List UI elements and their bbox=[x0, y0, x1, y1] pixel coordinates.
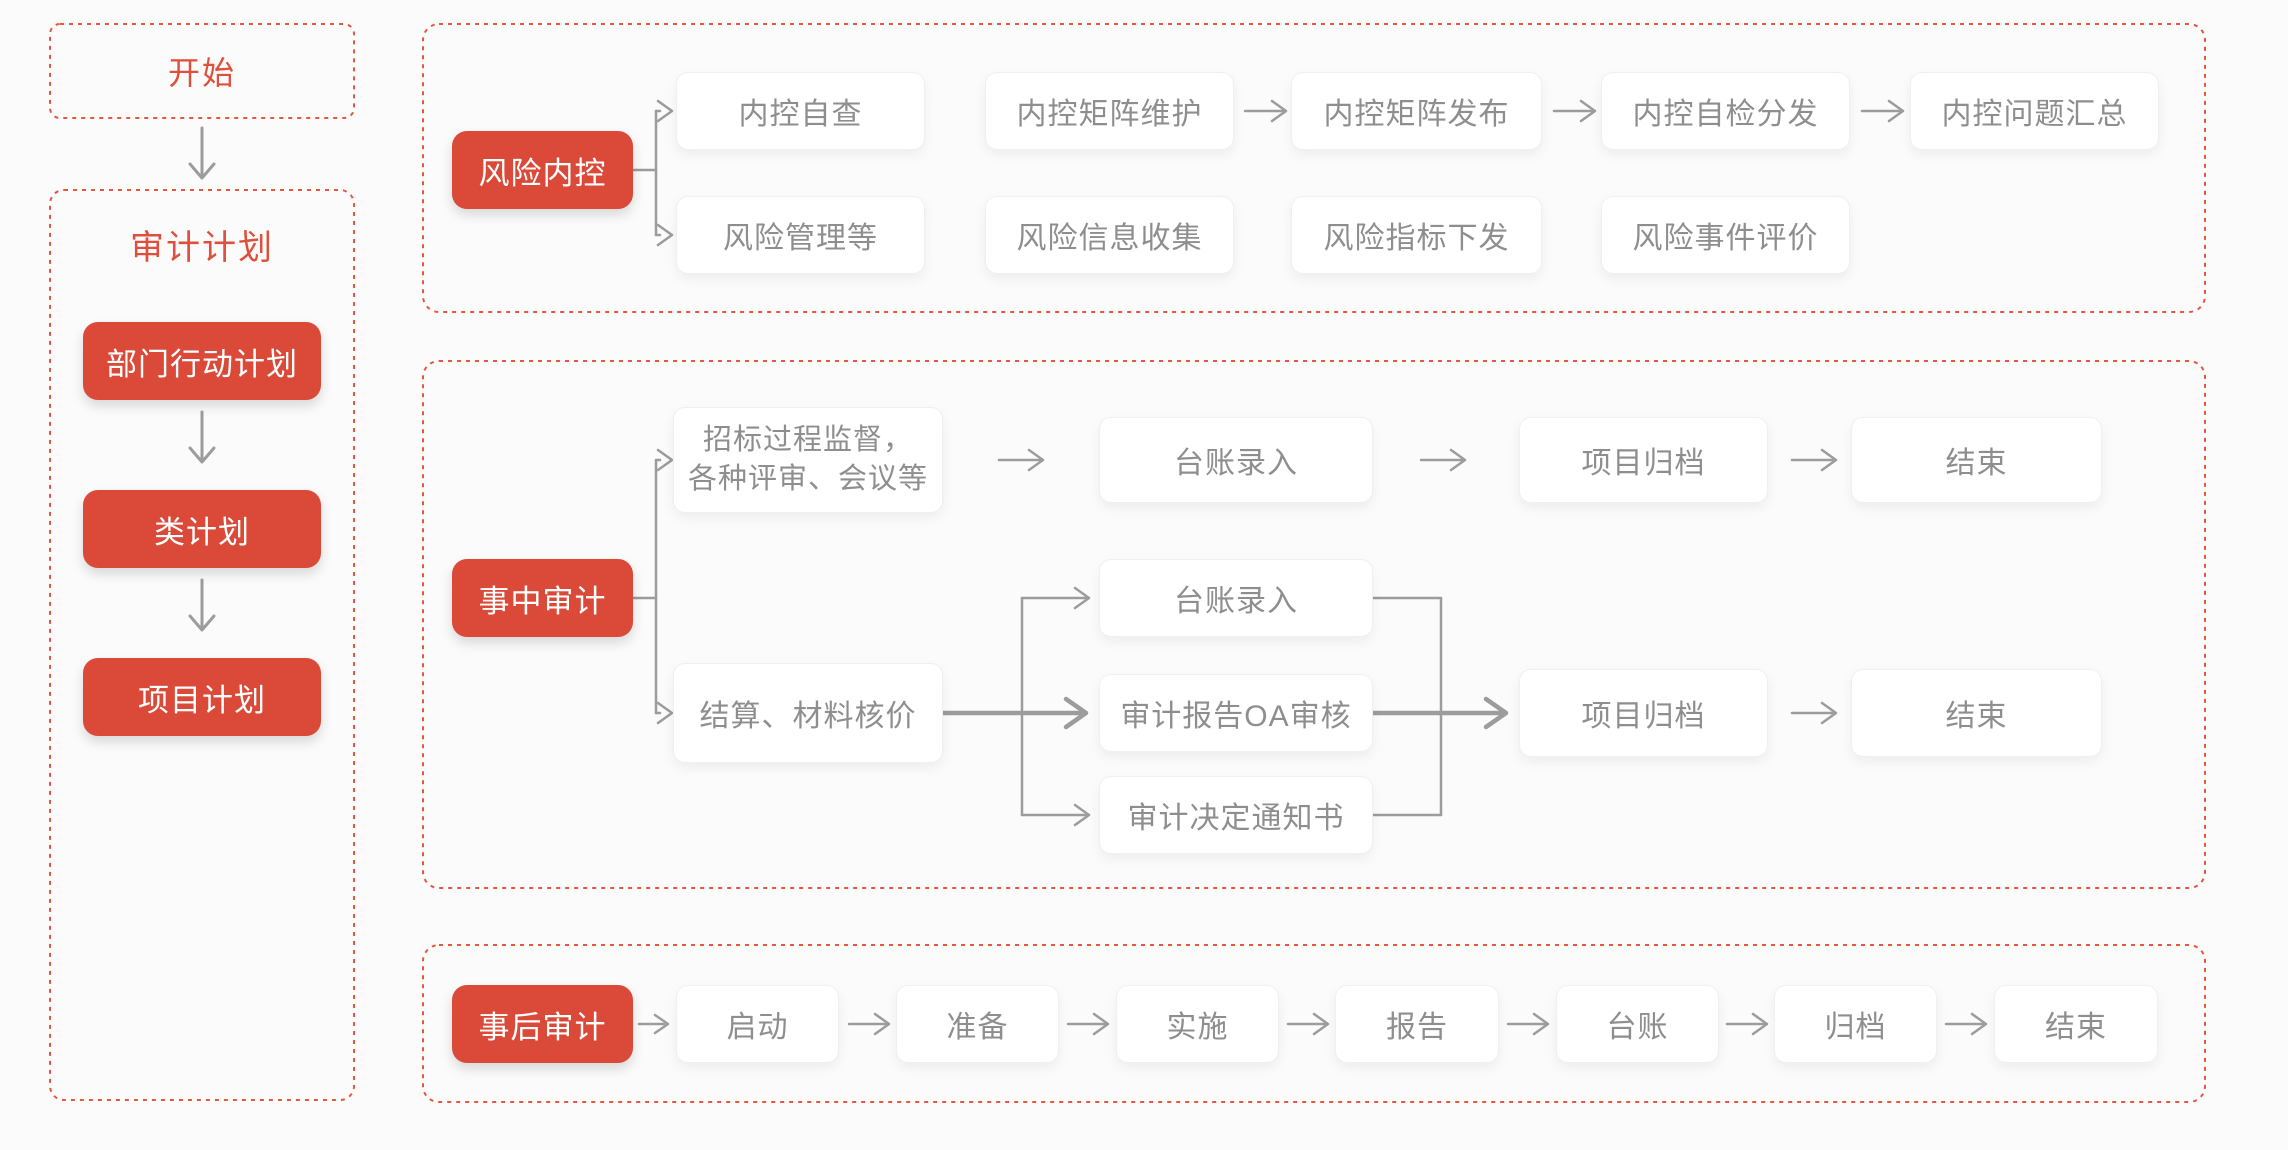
node-post-prepare: 准备 bbox=[896, 985, 1059, 1063]
node-risk-indicator-issue: 风险指标下发 bbox=[1291, 196, 1542, 274]
node-bid-supervision: 招标过程监督， 各种评审、会议等 bbox=[673, 407, 943, 513]
node-post-audit: 事后审计 bbox=[452, 985, 633, 1063]
node-project-archive-2: 项目归档 bbox=[1519, 669, 1768, 757]
node-audit-decision-notice: 审计决定通知书 bbox=[1099, 776, 1373, 854]
flow-arrow bbox=[1243, 99, 1288, 123]
flow-arrow bbox=[847, 1012, 891, 1036]
down-arrow bbox=[188, 126, 216, 180]
bid-supervision-line1: 招标过程监督， bbox=[702, 423, 913, 456]
node-class-plan: 类计划 bbox=[83, 490, 321, 568]
node-ledger-entry-2: 台账录入 bbox=[1099, 559, 1373, 637]
flow-arrow bbox=[1790, 701, 1838, 725]
risk-section-border bbox=[422, 23, 2206, 313]
node-ic-matrix-publish: 内控矩阵发布 bbox=[1291, 72, 1542, 150]
post-audit-section-border bbox=[422, 944, 2206, 1103]
node-ic-matrix-maintain: 内控矩阵维护 bbox=[985, 72, 1234, 150]
down-arrow bbox=[188, 410, 216, 464]
node-post-start: 启动 bbox=[676, 985, 839, 1063]
flow-arrow bbox=[1506, 1012, 1550, 1036]
flow-arrow bbox=[1725, 1012, 1769, 1036]
node-risk-internal-control: 风险内控 bbox=[452, 131, 633, 209]
node-ledger-entry-1: 台账录入 bbox=[1099, 417, 1373, 503]
flow-arrow bbox=[997, 448, 1045, 472]
flow-arrow bbox=[1790, 448, 1838, 472]
flow-arrow bbox=[1066, 1012, 1110, 1036]
node-risk-event-eval: 风险事件评价 bbox=[1601, 196, 1850, 274]
node-post-end: 结束 bbox=[1994, 985, 2158, 1063]
flow-arrow bbox=[1286, 1012, 1330, 1036]
node-end-1: 结束 bbox=[1851, 417, 2102, 503]
start-box-border bbox=[49, 23, 355, 119]
node-project-archive-1: 项目归档 bbox=[1519, 417, 1768, 503]
merge-connector bbox=[1370, 596, 1509, 817]
split-connector bbox=[940, 586, 1091, 827]
down-arrow bbox=[188, 578, 216, 632]
flow-arrow bbox=[1552, 99, 1597, 123]
flow-arrow bbox=[1944, 1012, 1988, 1036]
node-post-ledger: 台账 bbox=[1556, 985, 1719, 1063]
branch-connector bbox=[631, 448, 674, 725]
node-post-report: 报告 bbox=[1335, 985, 1499, 1063]
flow-arrow bbox=[1419, 448, 1467, 472]
during-audit-section-border bbox=[422, 360, 2206, 889]
node-project-plan: 项目计划 bbox=[83, 658, 321, 736]
audit-plan-section-border bbox=[49, 189, 355, 1101]
node-risk-info-collect: 风险信息收集 bbox=[985, 196, 1234, 274]
audit-plan-title: 审计计划 bbox=[130, 228, 274, 267]
node-risk-management: 风险管理等 bbox=[676, 196, 925, 274]
node-during-audit: 事中审计 bbox=[452, 559, 633, 637]
node-ic-selfcheck-dispatch: 内控自检分发 bbox=[1601, 72, 1850, 150]
node-dept-action-plan: 部门行动计划 bbox=[83, 322, 321, 400]
node-ic-issue-summary: 内控问题汇总 bbox=[1910, 72, 2159, 150]
flow-arrow bbox=[1860, 99, 1905, 123]
node-end-2: 结束 bbox=[1851, 669, 2102, 757]
node-post-implement: 实施 bbox=[1116, 985, 1279, 1063]
node-settlement-pricing: 结算、材料核价 bbox=[673, 663, 943, 763]
start-node: 开始 bbox=[167, 55, 236, 91]
flow-arrow bbox=[637, 1013, 670, 1035]
branch-connector bbox=[631, 99, 674, 247]
node-audit-report-oa: 审计报告OA审核 bbox=[1099, 674, 1373, 752]
node-post-archive: 归档 bbox=[1774, 985, 1937, 1063]
bid-supervision-line2: 各种评审、会议等 bbox=[687, 463, 928, 495]
node-ic-self-check: 内控自查 bbox=[676, 72, 925, 150]
